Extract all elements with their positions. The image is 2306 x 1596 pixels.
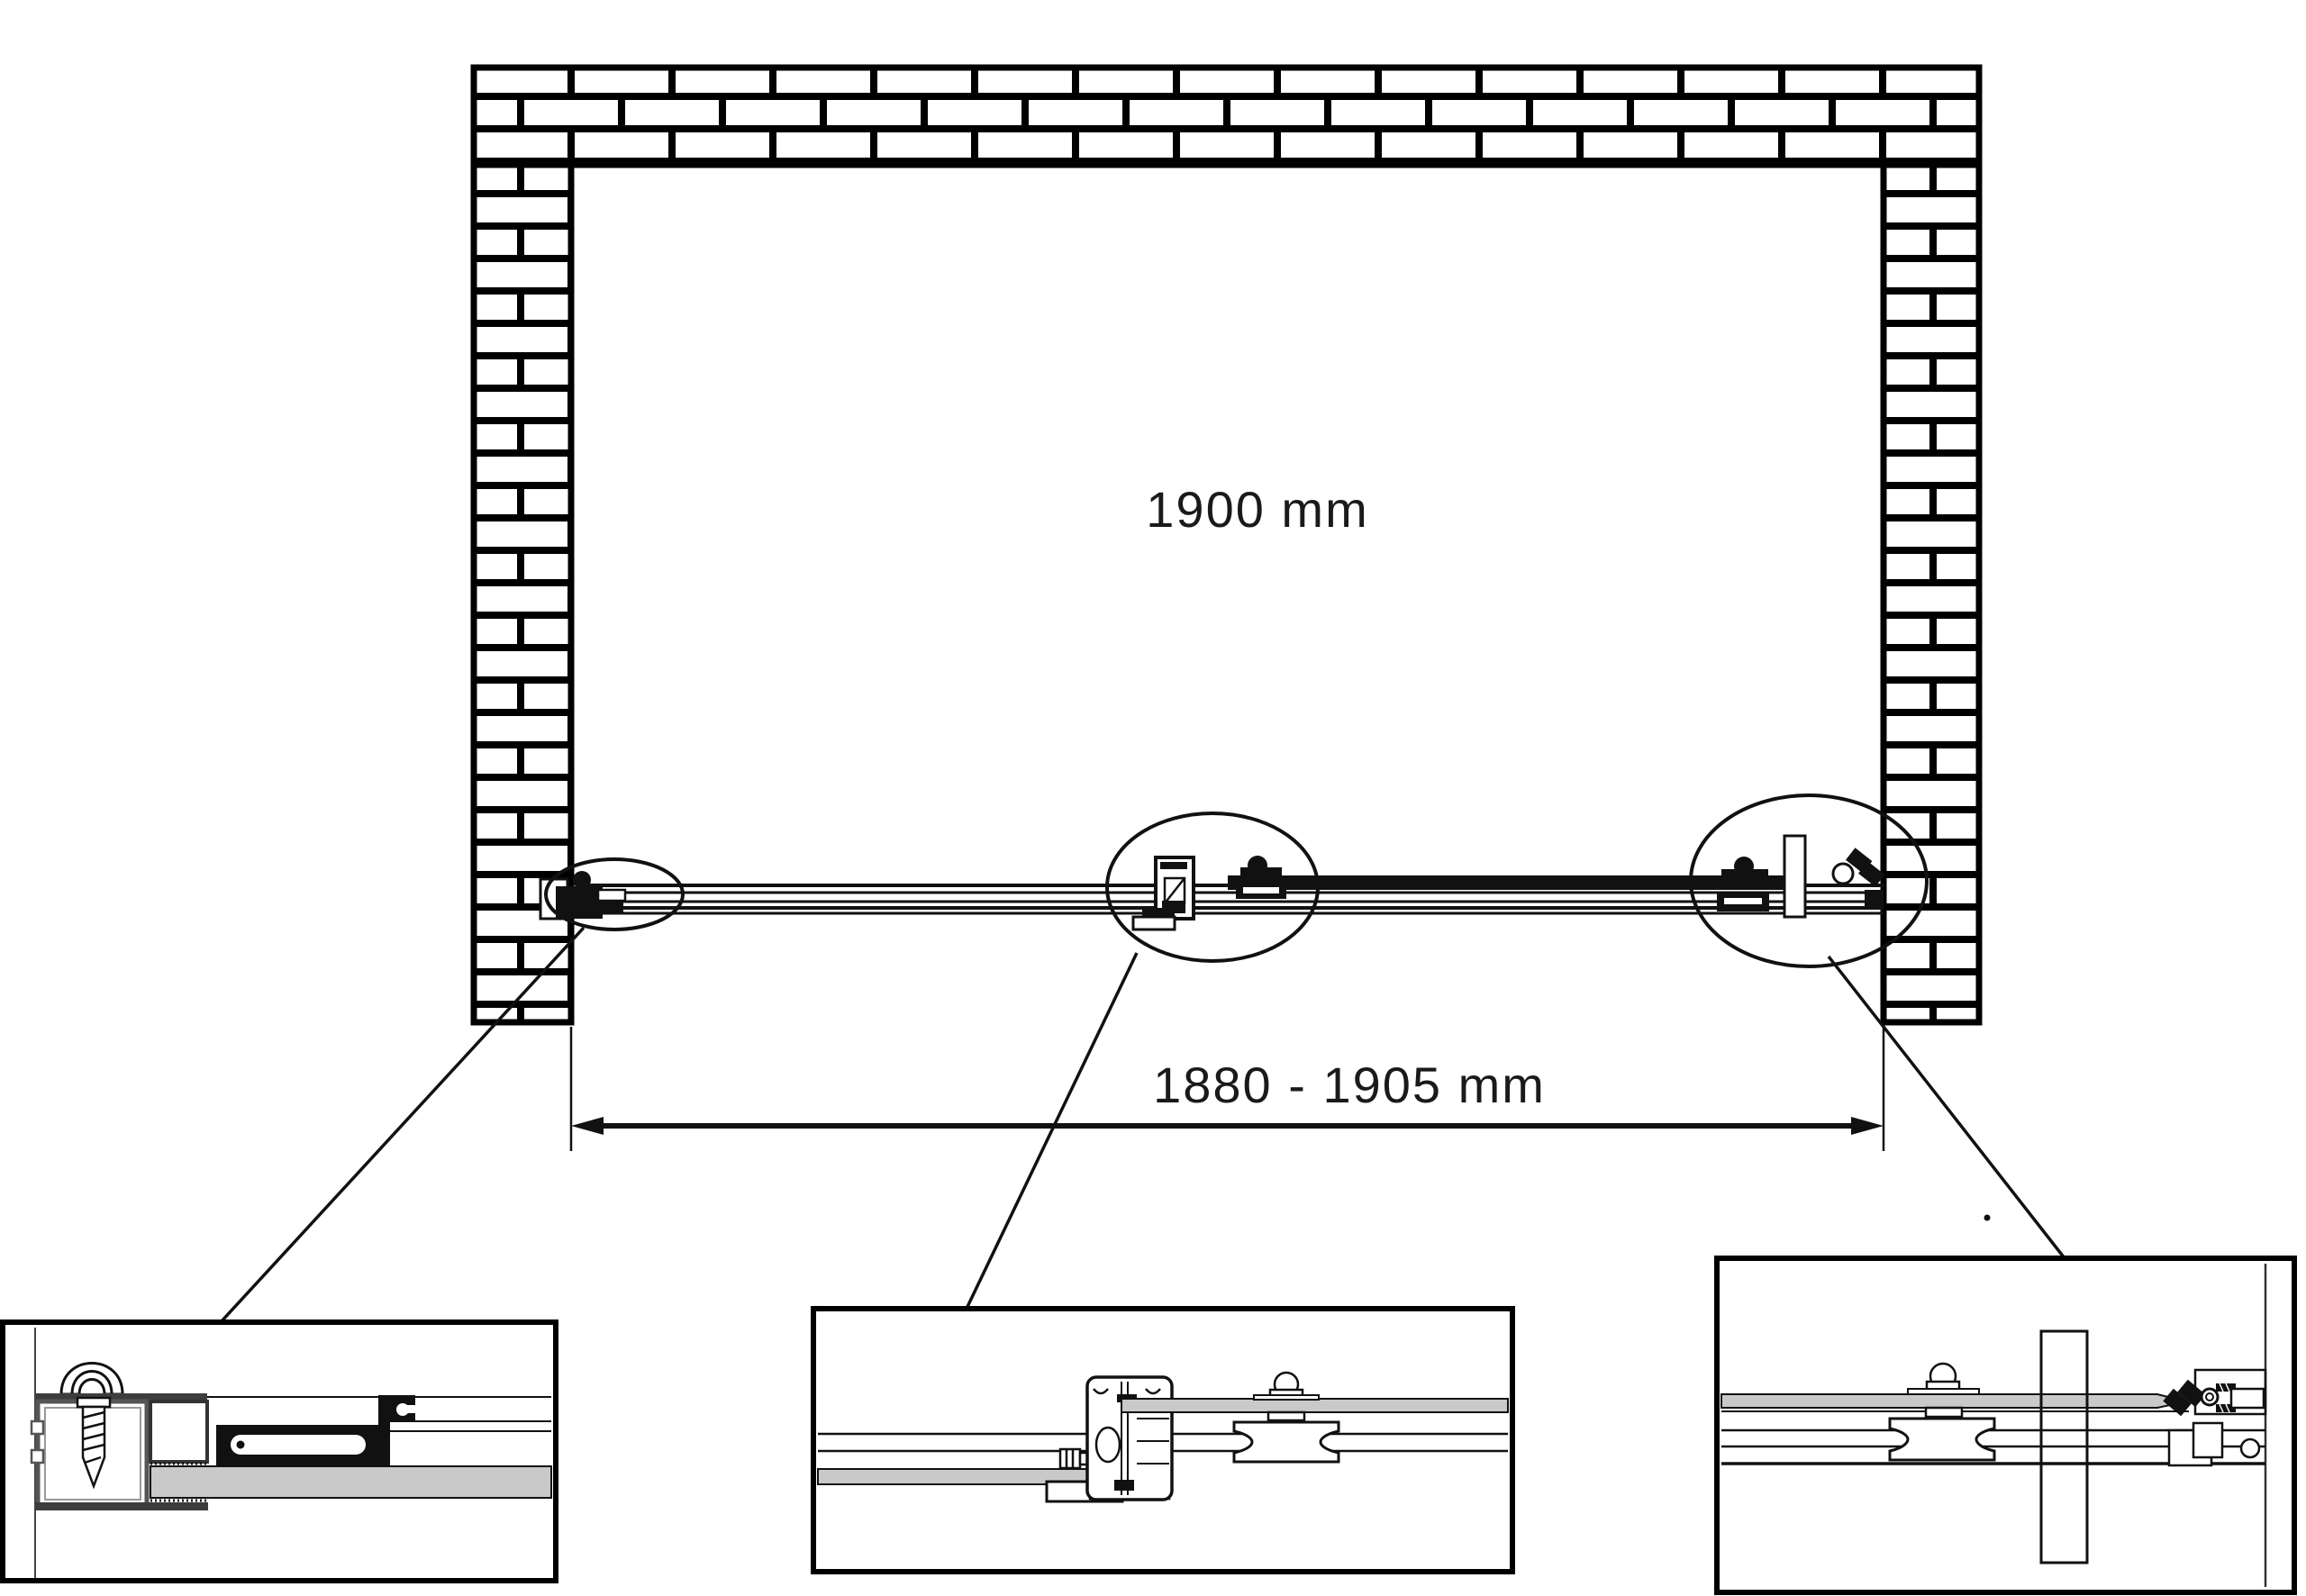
brick-wall	[470, 64, 1983, 1026]
handle-bar-plan	[1783, 834, 1807, 919]
brick-wall-right-column	[1880, 161, 1983, 1026]
roller-pin	[1907, 1362, 1980, 1419]
jamb-cell	[149, 1400, 209, 1464]
sliding-glass-panel	[1720, 1393, 2187, 1409]
handle-bar-section	[2039, 1329, 2089, 1564]
wall-clamp	[2163, 1368, 2267, 1467]
roller-wheel	[1232, 1420, 1340, 1464]
brick-wall-left-column	[470, 161, 575, 1026]
roller-pin	[1253, 1371, 1320, 1422]
callout-ellipse-left	[544, 857, 685, 931]
width-dimension-label: 1880 - 1905 mm	[1153, 1056, 1546, 1113]
glass-panel-section	[150, 1465, 552, 1499]
detail-box-left	[0, 1319, 558, 1583]
gasket-dome	[59, 1362, 124, 1396]
roller-wheel	[1888, 1417, 1996, 1462]
leader-lines	[219, 926, 2066, 1324]
right-end-hardware	[1717, 834, 1885, 919]
sliding-glass-panel	[1121, 1398, 1509, 1413]
brick-wall-top-band	[470, 64, 1983, 168]
leader-line-middle	[964, 952, 1139, 1311]
leader-line-left	[219, 926, 586, 1324]
stray-dot	[1984, 1214, 1991, 1221]
leader-line-right	[1827, 955, 2066, 1260]
detail-box-right	[1714, 1256, 2297, 1595]
callout-ellipse-right	[1689, 793, 1929, 968]
profile-bottom-cap	[35, 1502, 208, 1510]
sliding-panel-bar	[1228, 875, 1793, 890]
detail-box-middle	[811, 1306, 1515, 1574]
callout-ellipse-middle	[1105, 812, 1320, 963]
profile-top-cap	[36, 1393, 207, 1401]
door-track	[576, 875, 1884, 915]
width-dimension: 1880 - 1905 mm	[569, 1027, 1885, 1151]
panel-connector-bracket	[1085, 1375, 1174, 1501]
height-dimension-label: 1900 mm	[1146, 481, 1368, 538]
middle-connector	[1131, 856, 1286, 931]
callout-ellipses	[544, 793, 1929, 968]
screw	[76, 1396, 112, 1490]
aluminium-z-profile	[216, 1395, 416, 1466]
